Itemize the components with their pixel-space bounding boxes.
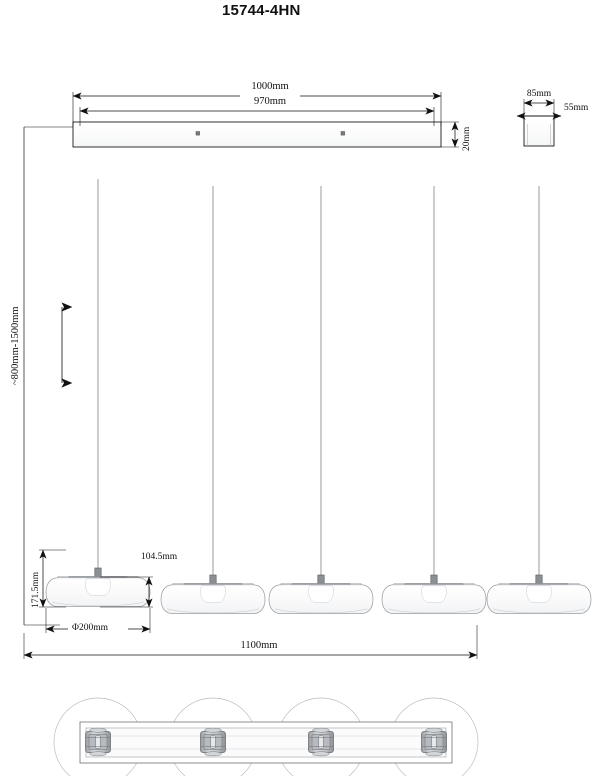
dim-label-1000mm: 1000mm [251,81,288,92]
dim-label-55mm: 55mm [564,103,589,113]
dim-overall-width: 1100mm [23,625,478,659]
dim-label-85mm: 85mm [527,89,552,99]
dim-canopy-height: 20mm [441,121,472,151]
dim-label-1100mm: 1100mm [241,640,278,651]
dim-label-171-5mm: 171.5mm [31,571,41,608]
side-canopy-body [523,115,555,147]
bottom-plan-view [53,697,479,776]
dim-label-104-5mm: 104.5mm [141,552,178,562]
plan-socket-4 [421,727,447,757]
side-elevation-view: 85mm 55mm [486,85,600,615]
plan-socket-1 [85,727,111,757]
page-title: 15744-4HN [222,2,301,19]
dim-label-970mm: 970mm [254,96,286,107]
dim-canopy-depth: 85mm [518,85,562,120]
plan-canopy-inner [85,727,447,758]
dim-shade-diameter: Φ200mm [45,608,151,633]
canopy-bar [72,121,442,148]
plan-socket-2 [200,727,226,757]
dim-drop-range: ~800mm-1500mm [10,126,73,626]
dim-label-drop-range: ~800mm-1500mm [10,306,21,385]
pendant-1 [45,178,151,608]
pendant-4 [381,185,487,615]
dim-label-20mm: 20mm [462,126,472,151]
dim-side-body-height: 55mm [516,99,600,120]
dim-shade-height: 171.5mm [31,549,66,608]
side-pendant [486,185,592,615]
dim-label-diameter-200mm: Φ200mm [72,623,109,633]
plan-socket-3 [308,727,334,757]
front-elevation-view: 1000mm 970mm 20mm [10,78,487,659]
pendant-3 [268,185,374,615]
pendant-group [45,178,487,615]
dim-shade-offset: 104.5mm [100,548,196,608]
dim-canopy-inner-length: 970mm [79,94,435,126]
